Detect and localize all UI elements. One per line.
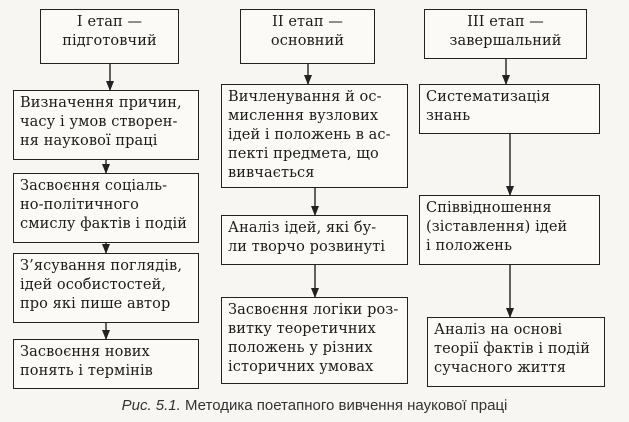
stage-1-step-1: Визначення причин, часу і умов створен- … [13,90,199,160]
stage-2-step-1: Вичленування й ос- мислення вузлових іде… [221,84,408,188]
stage-2-step-2: Аналіз ідей, які бу- ли творчо розвинуті [221,215,408,265]
stage-1-step-2: Засвоєння соціаль- но-політичного смислу… [13,173,199,243]
stage-3-step-3: Аналіз на основі теорії фактів і подій с… [427,317,605,387]
stage-3-step-1: Систематизація знань [419,84,600,134]
figure-title: Методика поетапного вивчення наукової пр… [184,397,508,414]
stage-2-header: ІІ етап — основний [240,9,375,64]
stage-3-header: ІІІ етап — завершальний [424,9,587,59]
stage-2-step-3: Засвоєння логіки роз- витку теоретичних … [221,297,408,384]
stage-1-step-4: Засвоєння нових понять і термінів [13,339,199,389]
stage-1-step-3: З’ясування поглядів, ідей особистостей, … [13,253,199,323]
figure-number: Рис. 5.1. [121,397,181,414]
stage-3-step-2: Співвідношення (зіставлення) ідей і поло… [419,195,600,265]
figure-caption: Рис. 5.1. Методика поетапного вивчення н… [0,397,629,414]
stage-1-header: І етап — підготовчий [40,9,179,64]
